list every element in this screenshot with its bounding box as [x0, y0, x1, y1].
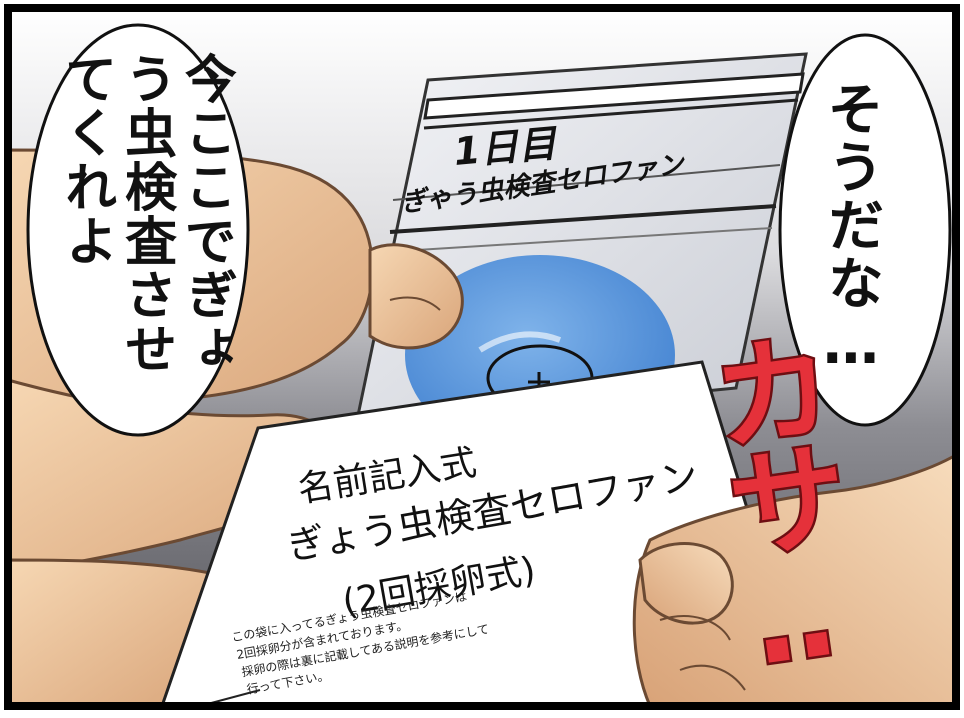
panel-border — [4, 4, 960, 710]
packet-day-label: 1日目 — [452, 121, 560, 174]
speech-bubble-right — [778, 33, 952, 427]
speech-bubble-left — [26, 23, 250, 437]
speech-left-text: 今ここでぎょう虫検査させてくれよ — [55, 52, 236, 376]
speech-right-text: そうだな… — [818, 80, 884, 379]
right-hand — [632, 452, 958, 708]
